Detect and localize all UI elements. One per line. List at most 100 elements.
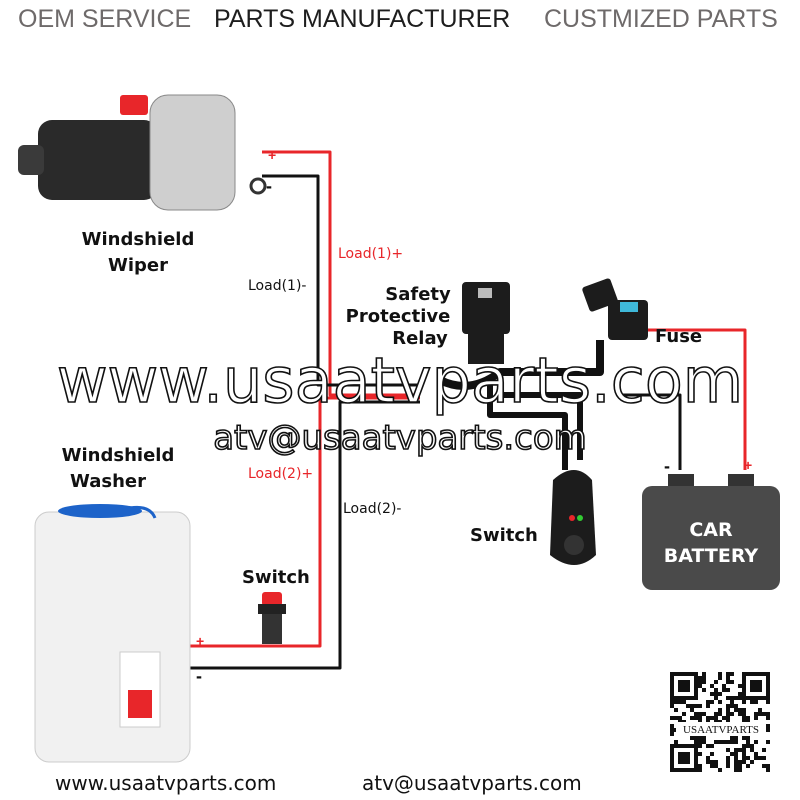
qr-module <box>734 736 738 740</box>
qr-module <box>766 676 770 680</box>
qr-module <box>750 696 754 700</box>
qr-module <box>738 692 742 696</box>
qr-module <box>722 716 726 720</box>
qr-module <box>734 696 738 700</box>
qr-module <box>682 672 686 676</box>
qr-module <box>678 684 682 688</box>
qr-module <box>730 740 734 744</box>
qr-module <box>670 768 674 772</box>
qr-module <box>702 672 706 676</box>
relay-label-3: Relay <box>392 328 448 349</box>
relay-label-1: Safety <box>385 284 451 305</box>
qr-module <box>766 712 770 716</box>
footer-email[interactable]: atv@usaatvparts.com <box>362 771 582 795</box>
relay <box>462 282 510 364</box>
header-oem-service: OEM SERVICE <box>18 5 191 33</box>
qr-module <box>722 740 726 744</box>
qr-module <box>670 692 674 696</box>
qr-module <box>742 760 746 764</box>
qr-module <box>690 744 694 748</box>
qr-label: USAATVPARTS <box>683 724 759 736</box>
qr-module <box>694 752 698 756</box>
wire-relay-switch-2 <box>497 380 583 460</box>
qr-module <box>742 684 746 688</box>
qr-module <box>714 760 718 764</box>
qr-module <box>726 708 730 712</box>
qr-module <box>742 708 746 712</box>
qr-module <box>742 716 746 720</box>
qr-module <box>682 768 686 772</box>
qr-module <box>766 740 770 744</box>
qr-module <box>686 756 690 760</box>
qr-module <box>742 744 746 748</box>
qr-module <box>682 752 686 756</box>
qr-module <box>726 672 730 676</box>
qr-module <box>674 696 678 700</box>
qr-module <box>722 684 726 688</box>
qr-module <box>710 752 714 756</box>
qr-module <box>726 740 730 744</box>
qr-module <box>670 752 674 756</box>
qr-module <box>742 680 746 684</box>
qr-module <box>738 764 742 768</box>
qr-module <box>686 672 690 676</box>
qr-module <box>690 708 694 712</box>
qr-module <box>758 672 762 676</box>
wire-fuse-battery-positive <box>640 328 747 470</box>
battery-label-1: CAR <box>689 519 733 541</box>
qr-module <box>690 672 694 676</box>
qr-module <box>674 744 678 748</box>
qr-module <box>694 696 698 700</box>
qr-module <box>698 764 702 768</box>
qr-module <box>678 680 682 684</box>
qr-module <box>698 744 702 748</box>
qr-module <box>694 680 698 684</box>
wire-battery-negative <box>620 393 682 470</box>
washer-switch <box>258 592 286 644</box>
qr-module <box>710 760 714 764</box>
qr-module <box>694 740 698 744</box>
qr-module <box>754 672 758 676</box>
qr-module <box>754 712 758 716</box>
qr-module <box>750 748 754 752</box>
qr-module <box>734 748 738 752</box>
qr-module <box>670 728 674 732</box>
qr-module <box>766 716 770 720</box>
qr-module <box>734 756 738 760</box>
qr-module <box>766 692 770 696</box>
qr-module <box>714 764 718 768</box>
qr-module <box>702 712 706 716</box>
qr-module <box>738 684 742 688</box>
qr-module <box>766 696 770 700</box>
qr-module <box>754 684 758 688</box>
qr-module <box>718 692 722 696</box>
qr-module <box>690 736 694 740</box>
relay-switch-label: Switch <box>470 525 538 546</box>
qr-module <box>726 676 730 680</box>
qr-module <box>758 680 762 684</box>
qr-module <box>758 708 762 712</box>
qr-module <box>710 700 714 704</box>
qr-module <box>694 764 698 768</box>
qr-module <box>746 672 750 676</box>
qr-module <box>690 704 694 708</box>
qr-module <box>678 768 682 772</box>
qr-module <box>706 716 710 720</box>
qr-module <box>670 756 674 760</box>
qr-module <box>694 704 698 708</box>
qr-module <box>734 764 738 768</box>
footer-url[interactable]: www.usaatvparts.com <box>55 771 276 795</box>
qr-module <box>694 684 698 688</box>
qr-module <box>686 688 690 692</box>
qr-module <box>682 756 686 760</box>
qr-module <box>670 704 674 708</box>
watermark-email: atv@usaatvparts.com <box>213 418 587 458</box>
qr-module <box>694 760 698 764</box>
wire-harness <box>438 340 604 390</box>
qr-module <box>718 768 722 772</box>
qr-module <box>686 680 690 684</box>
qr-module <box>742 688 746 692</box>
qr-module <box>762 756 766 760</box>
wire-relay-switch <box>487 380 568 470</box>
fuse-holder <box>582 278 648 340</box>
